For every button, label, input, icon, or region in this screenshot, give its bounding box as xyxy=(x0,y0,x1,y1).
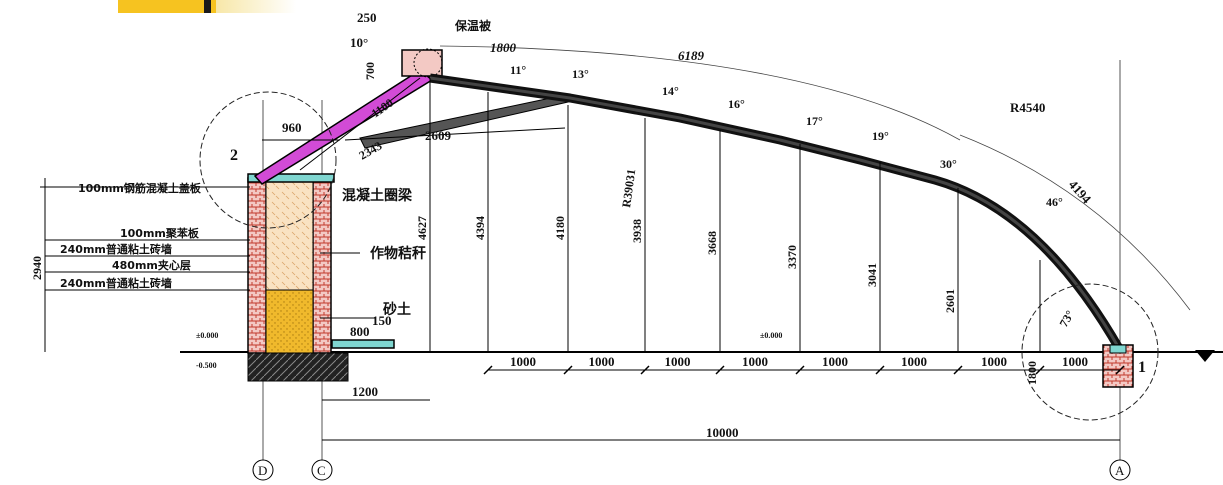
label-straw: 作物秸秆 xyxy=(370,245,426,262)
spacing-tick xyxy=(953,365,963,375)
angle-17: 17° xyxy=(806,114,823,128)
label-beam: 混凝土圈梁 xyxy=(342,187,413,204)
dim-10000: 10000 xyxy=(706,425,739,440)
height-lines xyxy=(429,78,1041,352)
dim-700: 700 xyxy=(363,62,377,80)
label-layer: 480mm夹心层 xyxy=(112,258,191,272)
axis-label-d: D xyxy=(258,463,267,478)
dim-800: 800 xyxy=(350,324,370,339)
dim-1200: 1200 xyxy=(352,384,378,399)
angle-11: 11° xyxy=(510,63,526,77)
angle-14: 14° xyxy=(662,84,679,98)
height-label: 3668 xyxy=(705,231,719,255)
label-board: 100mm聚苯板 xyxy=(120,226,200,240)
arc-4194: 4194 xyxy=(1066,177,1095,207)
spacing-tick xyxy=(563,365,573,375)
insulation-roll xyxy=(401,48,443,78)
axis-bubble-d: D xyxy=(252,459,274,481)
axis-label-a: A xyxy=(1115,463,1125,478)
label-brick2: 240mm普通粘土砖墙 xyxy=(60,276,172,290)
height-label: 1800 xyxy=(1025,361,1039,385)
arc-dim-line xyxy=(439,45,961,141)
angle-19: 19° xyxy=(872,129,889,143)
dim-960: 960 xyxy=(282,120,302,135)
ground-marker xyxy=(1195,350,1215,362)
corner-badge-tip xyxy=(204,0,211,13)
spacing-tick xyxy=(795,365,805,375)
note-insulation: 保温被 xyxy=(454,18,492,33)
arc-dim-line-right xyxy=(959,134,1191,311)
dim-250: 250 xyxy=(357,10,377,25)
elev-neg: -0.500 xyxy=(196,361,217,370)
dim-2609: 2609 xyxy=(425,128,452,143)
spacing-tick xyxy=(1035,365,1045,375)
spacing-tick xyxy=(640,365,650,375)
radius-r39031: R39031 xyxy=(619,168,638,208)
spacing-labels: 1000 1000 1000 1000 1000 1000 1000 1000 xyxy=(510,354,1088,369)
angle-30: 30° xyxy=(940,157,957,171)
spacing-label: 1000 xyxy=(901,354,927,369)
spacing-tick xyxy=(1115,365,1125,375)
corner-fade xyxy=(216,0,296,13)
mark-2: 2 xyxy=(230,147,238,164)
label-roof-slab: 100mm钢筋混凝土盖板 xyxy=(78,181,202,195)
height-label: 2601 xyxy=(943,289,957,313)
mark-1: 1 xyxy=(1138,359,1146,376)
spacing-label: 1000 xyxy=(981,354,1007,369)
dim-1800: 1800 xyxy=(490,40,517,55)
dim-2609-line xyxy=(344,127,566,141)
label-sand: 砂土 xyxy=(382,301,411,318)
angle-46: 46° xyxy=(1046,195,1063,209)
axis-bubble-a: A xyxy=(1109,459,1131,481)
spacing-label: 1000 xyxy=(1062,354,1088,369)
height-label: 4180 xyxy=(553,216,567,240)
height-label: 4627 xyxy=(415,216,429,240)
spacing-tick xyxy=(483,365,493,375)
corner-badge xyxy=(118,0,216,13)
angle-10: 10° xyxy=(350,35,368,50)
elev-zero-mid: ±0.000 xyxy=(760,331,782,340)
height-label: 3938 xyxy=(630,219,644,243)
dim-2940: 2940 xyxy=(30,256,44,280)
axis-bubble-c: C xyxy=(311,459,333,481)
south-footing xyxy=(1102,344,1134,388)
leader-lines xyxy=(40,186,375,319)
angle-13: 13° xyxy=(572,67,589,81)
radius-r4540: R4540 xyxy=(1010,100,1045,115)
height-labels: 4627 4394 4180 3938 3668 3370 3041 2601 1800 xyxy=(415,216,1039,385)
detail-circle-2 xyxy=(199,91,337,229)
height-label: 3041 xyxy=(865,263,879,287)
spacing-label: 1000 xyxy=(665,354,691,369)
spacing-tick xyxy=(715,365,725,375)
spacing-label: 1000 xyxy=(589,354,615,369)
front-roof-arch xyxy=(429,73,1124,353)
dim-150: 150 xyxy=(372,313,392,328)
height-label: 3370 xyxy=(785,245,799,269)
arc-6189: 6189 xyxy=(678,48,705,63)
axis-label-c: C xyxy=(317,463,326,478)
spacing-ticks xyxy=(483,365,1125,375)
spacing-tick xyxy=(875,365,885,375)
spacing-label: 1000 xyxy=(510,354,536,369)
label-brick1: 240mm普通粘土砖墙 xyxy=(60,242,172,256)
detail-circle-1 xyxy=(1021,283,1159,421)
spacing-label: 1000 xyxy=(742,354,768,369)
north-wall xyxy=(247,173,349,382)
front-step xyxy=(331,339,395,349)
spacing-label: 1000 xyxy=(822,354,848,369)
elev-zero-left: ±0.000 xyxy=(196,331,218,340)
height-label: 4394 xyxy=(473,216,487,240)
angle-73: 73° xyxy=(1056,308,1077,330)
angle-16: 16° xyxy=(728,97,745,111)
